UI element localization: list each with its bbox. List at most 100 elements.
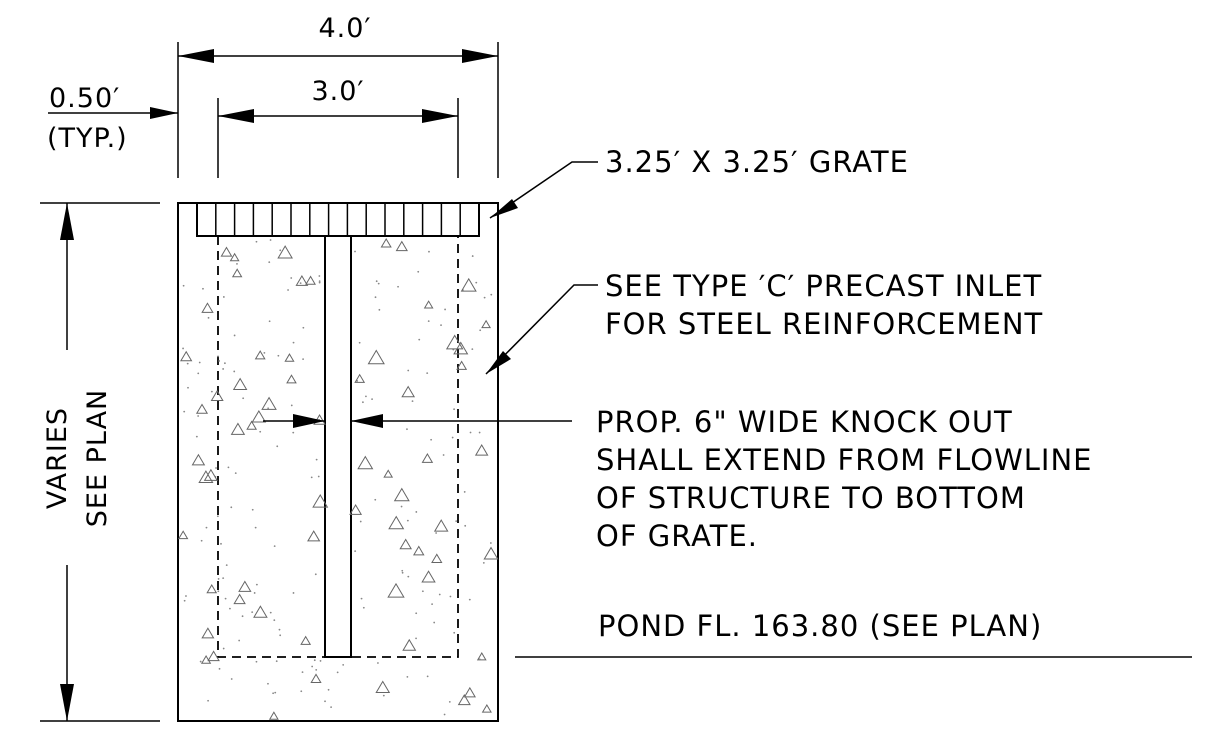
sand-dot [464, 524, 467, 527]
sand-dot [215, 467, 217, 469]
inner-width-label: 3.0′ [311, 76, 364, 107]
aggregate-mark [300, 635, 312, 645]
aggregate-mark [198, 470, 214, 483]
sand-dot [263, 352, 266, 354]
sand-dot [411, 400, 414, 403]
sand-dot [318, 280, 321, 283]
sand-dot [469, 431, 472, 434]
sand-dot [406, 676, 409, 678]
sand-dot [310, 476, 313, 479]
sand-dot [431, 603, 433, 606]
sand-dot [468, 598, 471, 601]
sand-dot [238, 639, 241, 642]
aggregate-mark [402, 638, 417, 651]
sand-dot [272, 692, 275, 695]
sand-dot [433, 621, 436, 624]
sand-dot [478, 431, 481, 434]
aggregate-mark [312, 493, 329, 508]
sand-dot [268, 261, 271, 264]
outer-width-label: 4.0′ [318, 13, 371, 44]
aggregate-mark [220, 246, 233, 257]
sand-dot [255, 240, 258, 243]
aggregate-mark [230, 422, 246, 435]
grate-callout-text: 3.25′ X 3.25′ GRATE [605, 145, 909, 179]
sand-dot [183, 599, 186, 602]
sand-dot [198, 361, 201, 364]
sand-dot [229, 607, 231, 610]
sand-dot [290, 404, 293, 407]
sand-dot [187, 386, 189, 389]
aggregate-mark [349, 503, 363, 515]
sand-dot [218, 667, 221, 670]
sand-dot [362, 606, 365, 609]
sand-dot [417, 270, 420, 273]
aggregate-mark [231, 268, 243, 278]
reinforcement-callout-line-2: FOR STEEL REINFORCEMENT [605, 307, 1043, 341]
sand-dot [448, 701, 451, 703]
sand-dot [443, 713, 446, 716]
sand-dot [342, 663, 345, 666]
sand-dot [428, 250, 430, 253]
aggregate-mark [433, 519, 449, 532]
sand-dot [302, 326, 305, 329]
sand-dot [267, 407, 270, 410]
sand-dot [276, 445, 279, 448]
sand-dot [241, 615, 244, 618]
aggregate-mark [421, 570, 436, 583]
inlet-structure [177, 202, 499, 722]
sand-dot [207, 316, 210, 319]
aggregate-mark [277, 245, 293, 259]
sand-dot [197, 415, 200, 417]
aggregate-mark [180, 350, 193, 362]
sand-dot [449, 595, 452, 598]
sand-dot [415, 511, 418, 513]
grate-frame [196, 202, 480, 237]
sand-dot [267, 682, 269, 685]
sand-dot [217, 590, 220, 593]
sand-dot [224, 362, 226, 365]
dimension-height: VARIES SEE PLAN [40, 202, 160, 722]
aggregate-mark [423, 300, 434, 309]
sand-dot [426, 675, 429, 678]
sand-dot [279, 249, 282, 252]
sand-dot [315, 668, 318, 671]
sand-dot [185, 595, 187, 597]
sand-dot [438, 593, 441, 596]
sand-dot [483, 296, 486, 299]
sand-dot [453, 631, 456, 634]
aggregate-mark [210, 389, 224, 401]
sand-dot [186, 362, 189, 365]
sand-dot [489, 542, 492, 544]
aggregate-mark [481, 319, 492, 329]
aggregate-mark [357, 455, 374, 470]
sand-dot [362, 401, 364, 404]
sand-dot [227, 466, 230, 469]
sand-dot [207, 699, 209, 702]
sand-dot [195, 435, 198, 438]
sand-dot [397, 285, 399, 288]
sand-dot [314, 573, 317, 576]
outer-wall-outline [177, 202, 499, 722]
sand-dot [278, 628, 281, 631]
aggregate-mark [476, 652, 487, 661]
sand-dot [200, 539, 203, 542]
wall-thickness-note: 0.50′ (TYP.) [47, 83, 178, 154]
sand-dot [354, 250, 356, 253]
sand-dot [451, 436, 454, 439]
height-label-varies: VARIES [42, 407, 73, 509]
grate-bars [215, 203, 461, 236]
aggregate-mark [286, 374, 297, 384]
sand-dot [292, 592, 295, 594]
sand-dot [217, 578, 220, 580]
aggregate-mark [483, 546, 499, 560]
sand-dot [251, 611, 254, 613]
reinforcement-callout-line-1: SEE TYPE ′C′ PRECAST INLET [605, 269, 1042, 303]
sand-dot [359, 520, 362, 523]
dimension-inner-width: 3.0′ [217, 76, 459, 178]
sand-dot [479, 329, 482, 332]
sand-dot [302, 358, 304, 360]
wall-thickness-value: 0.50′ [49, 83, 120, 114]
sand-dot [279, 634, 282, 637]
sand-dot [292, 341, 295, 344]
sand-dot [374, 498, 377, 501]
